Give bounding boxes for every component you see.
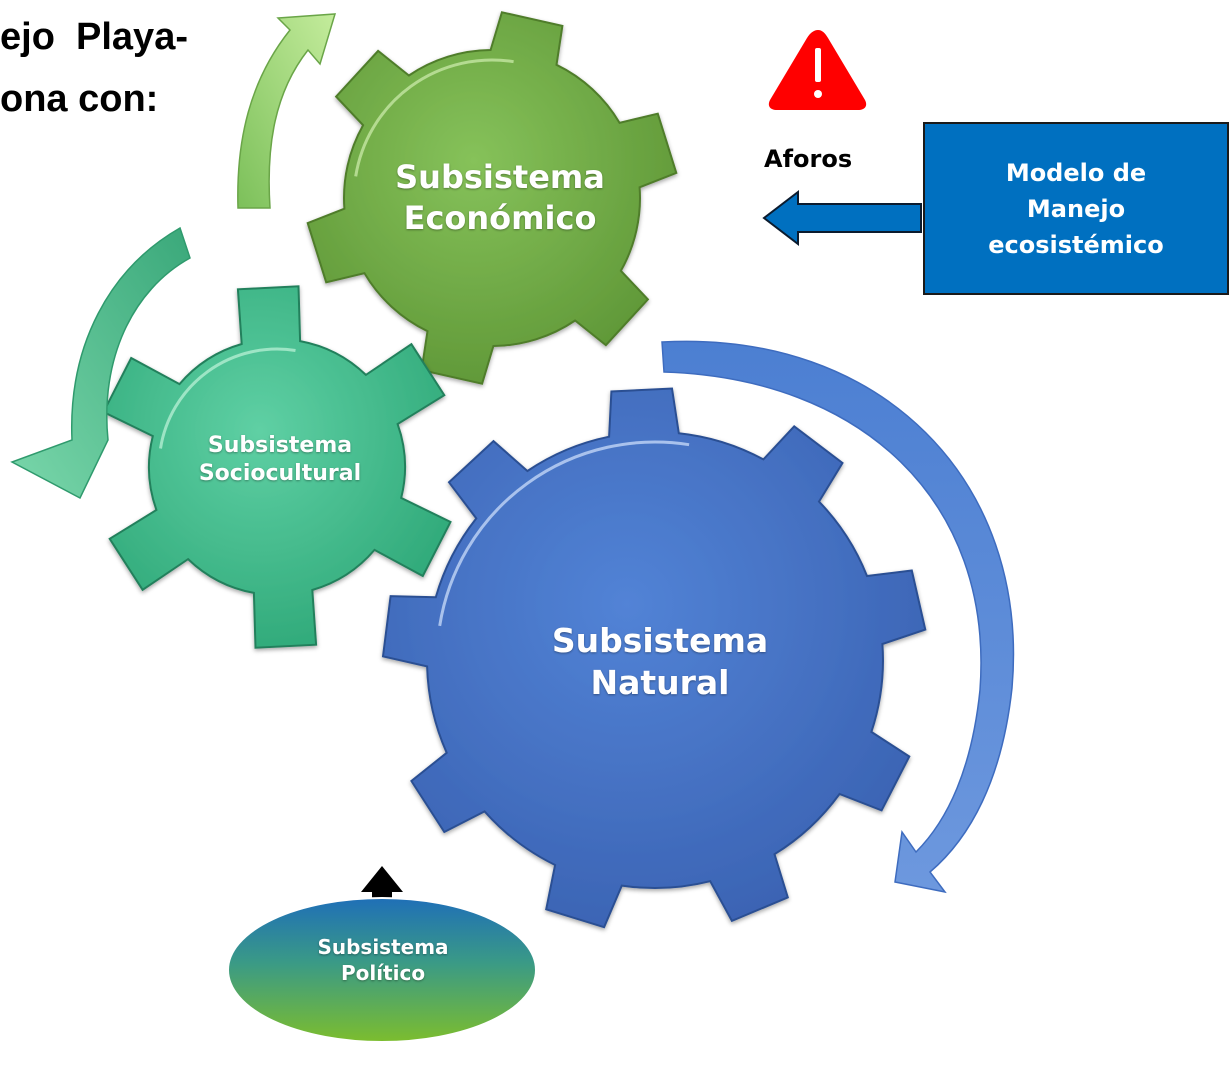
warning-triangle-icon [768,30,867,110]
label-subsistema-economico: Subsistema Económico [370,157,630,239]
sociocultural-line-2: Sociocultural [198,461,362,487]
gear-economico [306,11,678,385]
modelo-line-2: Manejo [1026,194,1126,223]
cycle-arrow-blue [661,340,1015,894]
natural-line-1: Subsistema [551,621,769,660]
label-subsistema-sociocultural: Subsistema Sociocultural [150,432,410,488]
politico-line-1: Subsistema [317,935,449,959]
heading-line-2: ona con: [0,78,159,120]
label-subsistema-natural: Subsistema Natural [520,620,800,704]
modelo-line-1: Modelo de [1005,158,1147,187]
aforos-label: Aforos [764,145,853,173]
politico-ellipse [227,897,537,1043]
modelo-line-3: ecosistémico [988,230,1164,259]
cycle-arrow-teal [10,226,191,500]
label-subsistema-politico: Subsistema Político [288,935,478,986]
modelo-manejo-box: Modelo de Manejo ecosistémico [923,122,1229,295]
sociocultural-line-1: Subsistema [207,433,353,458]
gear-natural [381,387,927,929]
cycle-arrow-green [237,13,337,209]
gear-sociocultural [102,285,452,649]
natural-line-2: Natural [590,663,730,703]
heading-line-1: ejo Playa- [0,16,188,58]
model-arrow-left [762,189,922,247]
politico-line-2: Político [340,960,426,985]
economico-line-2: Económico [403,198,597,237]
economico-line-1: Subsistema [395,158,605,196]
